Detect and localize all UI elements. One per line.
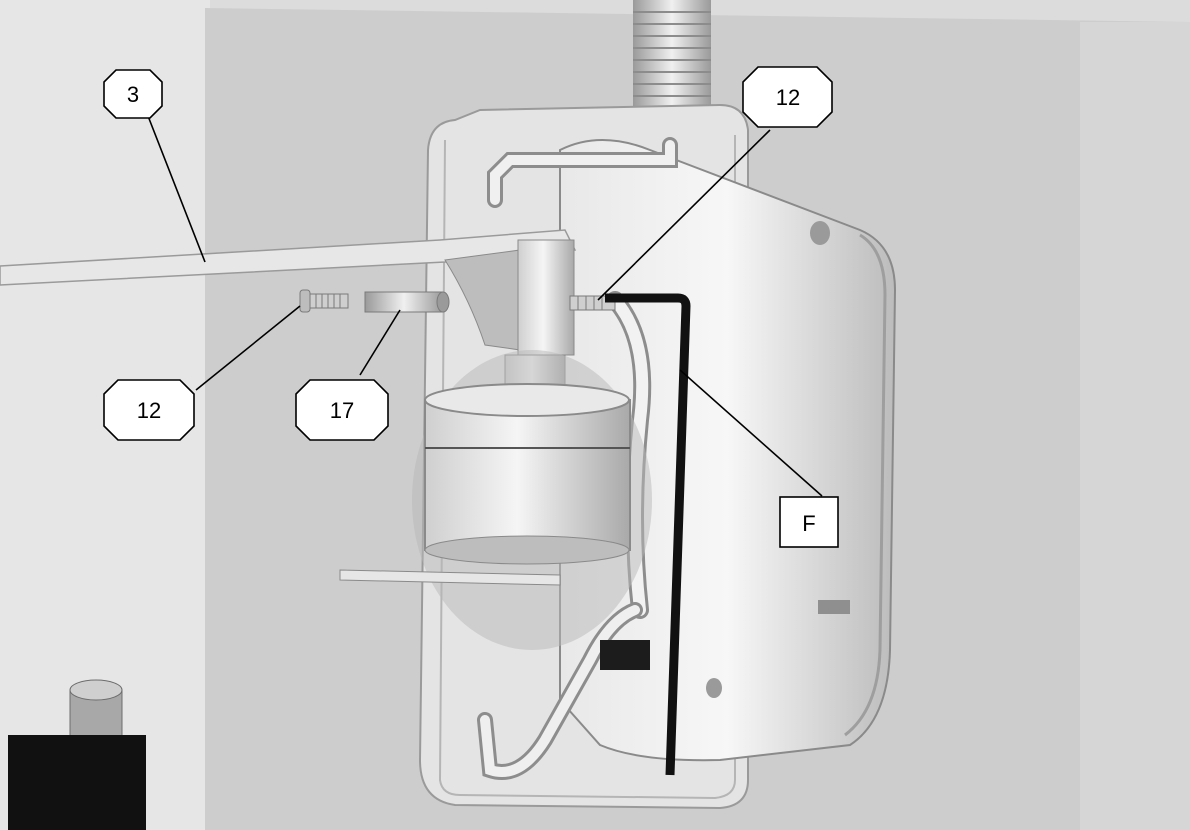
callout-17: 17: [295, 379, 389, 441]
leader-12-left: [195, 305, 301, 391]
callout-3-label: 3: [127, 82, 139, 107]
callout-F: F: [779, 496, 839, 548]
callout-12-top-label: 12: [776, 85, 800, 110]
callout-12-left-label: 12: [137, 398, 161, 423]
crossbar: [0, 229, 577, 286]
callout-17-label: 17: [330, 398, 354, 423]
bottom-left-box: [8, 679, 146, 830]
housing-slot: [818, 600, 850, 614]
spacer: [364, 291, 450, 313]
callout-3: 3: [103, 69, 163, 119]
screw-right: [569, 295, 616, 311]
leader-12-top: [597, 129, 771, 301]
callout-12-top: 12: [742, 66, 833, 128]
leader-lines: [147, 115, 823, 497]
leader-17: [359, 309, 401, 376]
callout-F-label: F: [802, 511, 815, 536]
clip-rail: [339, 569, 561, 586]
leader-F: [679, 369, 823, 497]
screw-left: [299, 289, 349, 313]
motor-cylinder: [412, 350, 652, 650]
right-wall: [1080, 22, 1190, 830]
leader-3: [147, 115, 206, 263]
callout-12-left: 12: [103, 379, 195, 441]
housing-hole: [810, 221, 830, 245]
hex-key: [605, 293, 691, 776]
connector-block: [600, 640, 650, 670]
